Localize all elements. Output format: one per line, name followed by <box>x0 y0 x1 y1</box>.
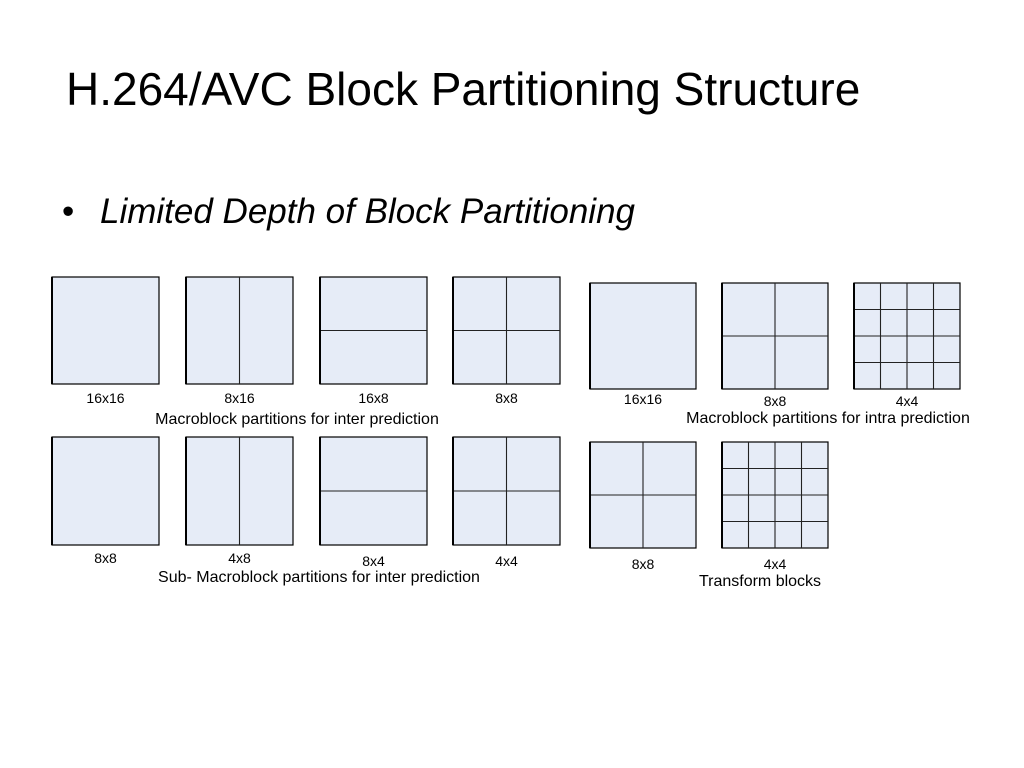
bullet-point: • Limited Depth of Block Partitioning <box>62 192 635 232</box>
partition-block: 4x4 <box>853 282 961 409</box>
partition-block: 4x4 <box>452 436 561 569</box>
block-size-label: 4x8 <box>228 550 251 566</box>
block-size-label: 16x16 <box>86 390 124 406</box>
partition-block: 8x8 <box>452 276 561 406</box>
block-outline <box>51 276 160 385</box>
bullet-marker: • <box>62 192 75 231</box>
block-size-label: 4x4 <box>764 556 787 572</box>
block-size-label: 16x8 <box>358 390 389 406</box>
partition-block: 8x8 <box>721 282 829 409</box>
slide-title: H.264/AVC Block Partitioning Structure <box>66 63 861 115</box>
block-size-label: 16x16 <box>624 391 662 407</box>
block-size-label: 8x8 <box>495 390 518 406</box>
group-caption: Sub- Macroblock partitions for inter pre… <box>158 569 480 586</box>
partition-block: 8x16 <box>185 276 294 406</box>
partition-block: 4x4 <box>721 441 829 572</box>
group-caption: Macroblock partitions for intra predicti… <box>686 410 970 427</box>
partition-block: 4x8 <box>185 436 294 566</box>
partition-block: 8x8 <box>589 441 697 572</box>
partition-block: 16x16 <box>51 276 160 406</box>
group-caption: Transform blocks <box>699 573 821 590</box>
bullet-text: Limited Depth of Block Partitioning <box>100 192 635 231</box>
partition-block: 8x4 <box>319 436 428 569</box>
block-size-label: 8x8 <box>632 556 655 572</box>
block-size-label: 4x4 <box>896 393 919 409</box>
block-size-label: 8x4 <box>362 553 385 569</box>
partition-block: 16x8 <box>319 276 428 406</box>
block-size-label: 8x8 <box>94 550 117 566</box>
partition-block: 16x16 <box>589 282 697 407</box>
block-size-label: 8x16 <box>224 390 255 406</box>
block-size-label: 8x8 <box>764 393 787 409</box>
block-size-label: 4x4 <box>495 553 518 569</box>
partition-block: 8x8 <box>51 436 160 566</box>
group-caption: Macroblock partitions for inter predicti… <box>155 411 439 428</box>
block-outline <box>589 282 697 390</box>
block-outline <box>51 436 160 546</box>
